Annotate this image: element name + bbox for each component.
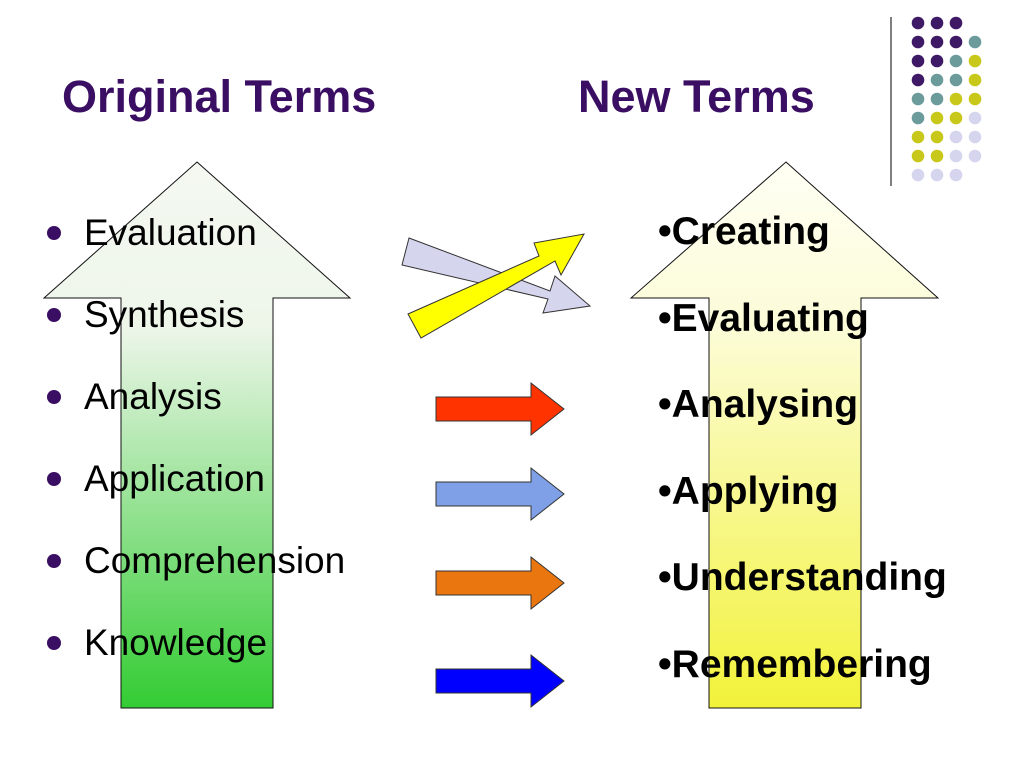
decor-dot	[968, 35, 982, 49]
decor-dot	[949, 16, 963, 30]
original-term-label: Synthesis	[84, 294, 245, 335]
decor-dot	[911, 111, 925, 125]
left-up-arrow	[42, 161, 352, 709]
decor-dot	[911, 92, 925, 106]
original-term-item: Application	[44, 452, 345, 534]
decor-dot	[968, 149, 982, 163]
new-term-item: •Analysing	[658, 378, 947, 465]
new-terms-list: •Creating •Evaluating •Analysing •Applyi…	[658, 205, 947, 724]
decor-dot	[930, 73, 944, 87]
decor-dot	[949, 92, 963, 106]
yellow-cross-arrow	[407, 233, 585, 339]
decor-dot	[968, 130, 982, 144]
bullet-dot-icon	[47, 636, 61, 650]
right-up-arrow	[629, 161, 940, 709]
decor-dot	[930, 130, 944, 144]
bullet-dot-icon	[47, 390, 61, 404]
new-term-item: •Creating	[658, 205, 947, 292]
original-term-item: Synthesis	[44, 288, 345, 370]
original-term-item: Knowledge	[44, 616, 345, 698]
original-terms-list: Evaluation Synthesis Analysis Applicatio…	[44, 206, 345, 698]
red-right-arrow	[435, 381, 565, 437]
decor-dot	[911, 16, 925, 30]
decor-dot	[949, 35, 963, 49]
decor-dot	[911, 168, 925, 182]
decor-dot	[949, 168, 963, 182]
decor-dot	[968, 111, 982, 125]
bullet-mark: •	[658, 210, 672, 253]
orange-right-arrow	[435, 555, 565, 611]
new-term-label: Creating	[671, 210, 830, 253]
original-term-label: Comprehension	[84, 540, 346, 581]
new-term-label: Evaluating	[671, 296, 869, 340]
original-term-label: Evaluation	[84, 212, 257, 253]
new-term-item: •Applying	[658, 465, 947, 552]
bullet-mark: •	[658, 383, 672, 426]
new-term-label: Applying	[671, 469, 839, 513]
original-term-item: Analysis	[44, 370, 345, 452]
decor-dot	[949, 130, 963, 144]
decor-dot	[930, 168, 944, 182]
decor-dot	[949, 111, 963, 125]
decor-dot	[930, 92, 944, 106]
original-term-label: Application	[84, 458, 266, 499]
bullet-dot-icon	[47, 554, 61, 568]
original-term-label: Analysis	[84, 376, 222, 417]
decor-dot	[949, 149, 963, 163]
decorative-dot-grid	[911, 16, 982, 182]
bullet-mark: •	[658, 296, 672, 340]
new-terms-title: New Terms	[578, 71, 815, 122]
bullet-dot-icon	[47, 308, 61, 322]
decor-dot	[968, 92, 982, 106]
new-term-label: Remembering	[671, 642, 932, 686]
light-blue-right-arrow	[435, 466, 565, 522]
decor-dot	[949, 73, 963, 87]
decor-dot	[930, 35, 944, 49]
original-term-label: Knowledge	[84, 622, 268, 663]
new-term-label: Understanding	[671, 556, 947, 599]
decor-dot	[968, 73, 982, 87]
new-term-item: •Remembering	[658, 638, 947, 725]
bullet-dot-icon	[47, 472, 61, 486]
decor-dot	[911, 35, 925, 49]
blue-right-arrow	[435, 653, 565, 709]
decor-dot	[911, 54, 925, 68]
original-term-item: Comprehension	[44, 534, 345, 616]
original-term-item: Evaluation	[44, 206, 345, 288]
bullet-mark: •	[658, 469, 672, 513]
new-term-item: •Evaluating	[658, 292, 947, 379]
decor-dot	[911, 149, 925, 163]
decor-dot	[968, 54, 982, 68]
bullet-mark: •	[658, 642, 672, 686]
bullet-dot-icon	[47, 226, 61, 240]
new-term-label: Analysing	[671, 383, 859, 426]
new-term-item: •Understanding	[658, 551, 947, 638]
original-terms-title: Original Terms	[62, 71, 377, 122]
decor-dot	[911, 130, 925, 144]
decor-dot	[930, 16, 944, 30]
decor-dot	[911, 73, 925, 87]
decor-dot	[949, 54, 963, 68]
decor-dot	[930, 149, 944, 163]
decor-dot	[930, 54, 944, 68]
decor-dot	[930, 111, 944, 125]
bullet-mark: •	[658, 556, 672, 599]
